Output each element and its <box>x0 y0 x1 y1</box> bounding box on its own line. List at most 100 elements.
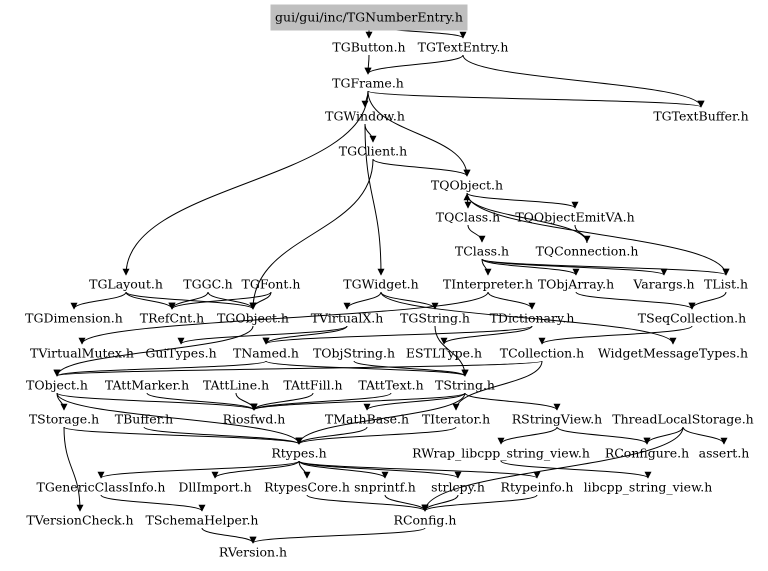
edge-threadlocalstorage-to-rconfigure <box>643 426 684 445</box>
node-tobject[interactable]: TObject.h <box>26 378 88 393</box>
edge-tnamed-to-tstring <box>265 360 469 377</box>
root-node-highlight[interactable] <box>270 4 468 31</box>
node-tobjstring[interactable]: TObjString.h <box>313 346 395 361</box>
node-dllimport[interactable]: DllImport.h <box>178 480 251 495</box>
edge-tstring-to-tmathbase <box>363 392 466 411</box>
edge-rtypeinfo-to-rconfig <box>421 494 538 512</box>
edge-tqclass-to-tclass <box>467 224 486 243</box>
edge-rstringview-to-rwrap <box>497 426 558 445</box>
node-tqconnection[interactable]: TQConnection.h <box>536 244 639 259</box>
node-strlcpy[interactable]: strlcpy.h <box>431 480 485 495</box>
edge-tnamed-to-tobject <box>53 360 267 377</box>
edge-tcollection-to-titerator <box>452 360 543 411</box>
edge-tgfont-to-tgobject <box>249 291 272 310</box>
node-trefcnt[interactable]: TRefCnt.h <box>140 311 204 326</box>
edge-tstring-to-riosfwd <box>250 392 466 411</box>
edge-tobject-to-riosfwd <box>56 392 258 411</box>
node-tseqcollection[interactable]: TSeqCollection.h <box>638 311 746 326</box>
node-rversion[interactable]: RVersion.h <box>219 545 287 560</box>
node-tcollection[interactable]: TCollection.h <box>500 346 584 361</box>
node-tgbutton[interactable]: TGButton.h <box>332 40 405 55</box>
edge-rtypes-to-tgenericclassinfo <box>97 460 300 479</box>
node-tgobject[interactable]: TGObject.h <box>217 311 289 326</box>
node-varargs[interactable]: Varargs.h <box>632 277 694 292</box>
edge-tgwidget-to-tvirtualx <box>343 291 382 310</box>
node-tgenericclassinfo[interactable]: TGenericClassInfo.h <box>37 480 166 495</box>
edge-tgenericclassinfo-to-tschemahelper <box>100 494 206 512</box>
edge-tgbutton-to-tgframe <box>364 54 372 75</box>
node-tqobject[interactable]: TQObject.h <box>431 178 503 193</box>
node-tinterpreter[interactable]: TInterpreter.h <box>443 277 533 292</box>
node-tattmarker[interactable]: TAttMarker.h <box>105 378 189 393</box>
node-tqobjectemitva[interactable]: TQObjectEmitVA.h <box>515 210 634 225</box>
edge-rtypes-to-rtypeinfo <box>298 460 541 479</box>
node-tstring[interactable]: TString.h <box>435 378 495 393</box>
node-tclass[interactable]: TClass.h <box>455 244 509 259</box>
node-libcpp[interactable]: libcpp_string_view.h <box>584 480 713 495</box>
edge-rtypes-to-snprintf <box>298 460 389 479</box>
node-tggc[interactable]: TGGC.h <box>183 277 232 292</box>
node-tdictionary[interactable]: TDictionary.h <box>490 311 575 326</box>
node-tstorage[interactable]: TStorage.h <box>29 412 99 427</box>
node-tversioncheck[interactable]: TVersionCheck.h <box>26 513 133 528</box>
edge-tseqcollection-to-tcollection <box>538 325 693 345</box>
node-tobjarray[interactable]: TObjArray.h <box>538 277 614 292</box>
node-tgframe[interactable]: TGFrame.h <box>332 76 404 91</box>
node-riosfwd[interactable]: Riosfwd.h <box>223 412 286 427</box>
edge-tqobjectemitva-to-tqconnection <box>574 224 591 243</box>
node-tgstring[interactable]: TGString.h <box>400 311 470 326</box>
edge-tclass-to-tobjarray <box>481 258 580 276</box>
edge-tgfont-to-trefcnt <box>168 291 272 310</box>
node-rtypes[interactable]: Rtypes.h <box>271 446 326 461</box>
edge-tqobject-to-tqobjectemitva <box>466 192 579 209</box>
edge-tclass-to-tinterpreter <box>481 258 492 276</box>
edge-tgtextentry-to-tgframe <box>364 54 464 75</box>
node-rconfig[interactable]: RConfig.h <box>394 513 457 528</box>
edge-rtypes-to-strlcpy <box>298 460 462 479</box>
node-tgtextbuffer[interactable]: TGTextBuffer.h <box>653 109 748 124</box>
node-tgwindow[interactable]: TGWindow.h <box>325 109 405 124</box>
node-tlist[interactable]: TList.h <box>704 277 748 292</box>
node-tschemahelper[interactable]: TSchemaHelper.h <box>146 513 259 528</box>
node-rtypescore[interactable]: RtypesCore.h <box>264 480 350 495</box>
node-tatttext[interactable]: TAttText.h <box>358 378 423 393</box>
edge-titerator-to-rtypes <box>295 426 457 445</box>
edge-tqconnection-to-tqobject <box>463 193 588 244</box>
node-tbuffer[interactable]: TBuffer.h <box>115 412 173 427</box>
node-tnamed[interactable]: TNamed.h <box>233 346 299 361</box>
edge-tgwidget-to-tgstring <box>380 291 439 310</box>
node-threadlocalstorage[interactable]: ThreadLocalStorage.h <box>612 412 753 427</box>
edge-tbuffer-to-rtypes <box>143 426 303 445</box>
node-tgwidget[interactable]: TGWidget.h <box>343 277 418 292</box>
node-assert[interactable]: assert.h <box>699 446 750 461</box>
node-tattline[interactable]: TAttLine.h <box>203 378 269 393</box>
node-rconfigure[interactable]: RConfigure.h <box>605 446 689 461</box>
node-tgdimension[interactable]: TGDimension.h <box>25 311 123 326</box>
node-tgnumberentry[interactable]: gui/gui/inc/TGNumberEntry.h <box>275 10 463 25</box>
edge-tgwindow-to-tgclient <box>364 123 377 143</box>
node-tglayout[interactable]: TGLayout.h <box>89 277 163 292</box>
node-guitypes[interactable]: GuiTypes.h <box>145 346 216 361</box>
node-widgetmessagetypes[interactable]: WidgetMessageTypes.h <box>598 346 748 361</box>
node-tqclass[interactable]: TQClass.h <box>436 210 500 225</box>
node-tvirtualmutex[interactable]: TVirtualMutex.h <box>30 346 134 361</box>
edge-tobjstring-to-tstring <box>353 360 469 377</box>
edge-tstring-to-rtypes <box>295 392 466 445</box>
node-estltype[interactable]: ESTLType.h <box>406 346 482 361</box>
node-snprintf[interactable]: snprintf.h <box>354 480 416 495</box>
node-tattfill[interactable]: TAttFill.h <box>283 378 342 393</box>
node-tgclient[interactable]: TGClient.h <box>339 144 407 159</box>
node-rtypeinfo[interactable]: Rtypeinfo.h <box>501 480 574 495</box>
node-tgfont[interactable]: TGFont.h <box>242 277 301 292</box>
dependency-edges <box>53 24 730 544</box>
node-tgtextentry[interactable]: TGTextEntry.h <box>418 40 509 55</box>
node-rstringview[interactable]: RStringView.h <box>512 412 602 427</box>
edge-rtypes-to-rtypescore <box>298 460 311 479</box>
node-titerator[interactable]: TIterator.h <box>422 412 490 427</box>
edge-rtypescore-to-rconfig <box>306 494 429 512</box>
node-rwrap[interactable]: RWrap_libcpp_string_view.h <box>412 446 590 461</box>
node-tmathbase[interactable]: TMathBase.h <box>325 412 409 427</box>
node-tvirtualx[interactable]: TVirtualX.h <box>311 311 384 326</box>
edge-tgframe-to-tgtextbuffer <box>367 90 705 108</box>
